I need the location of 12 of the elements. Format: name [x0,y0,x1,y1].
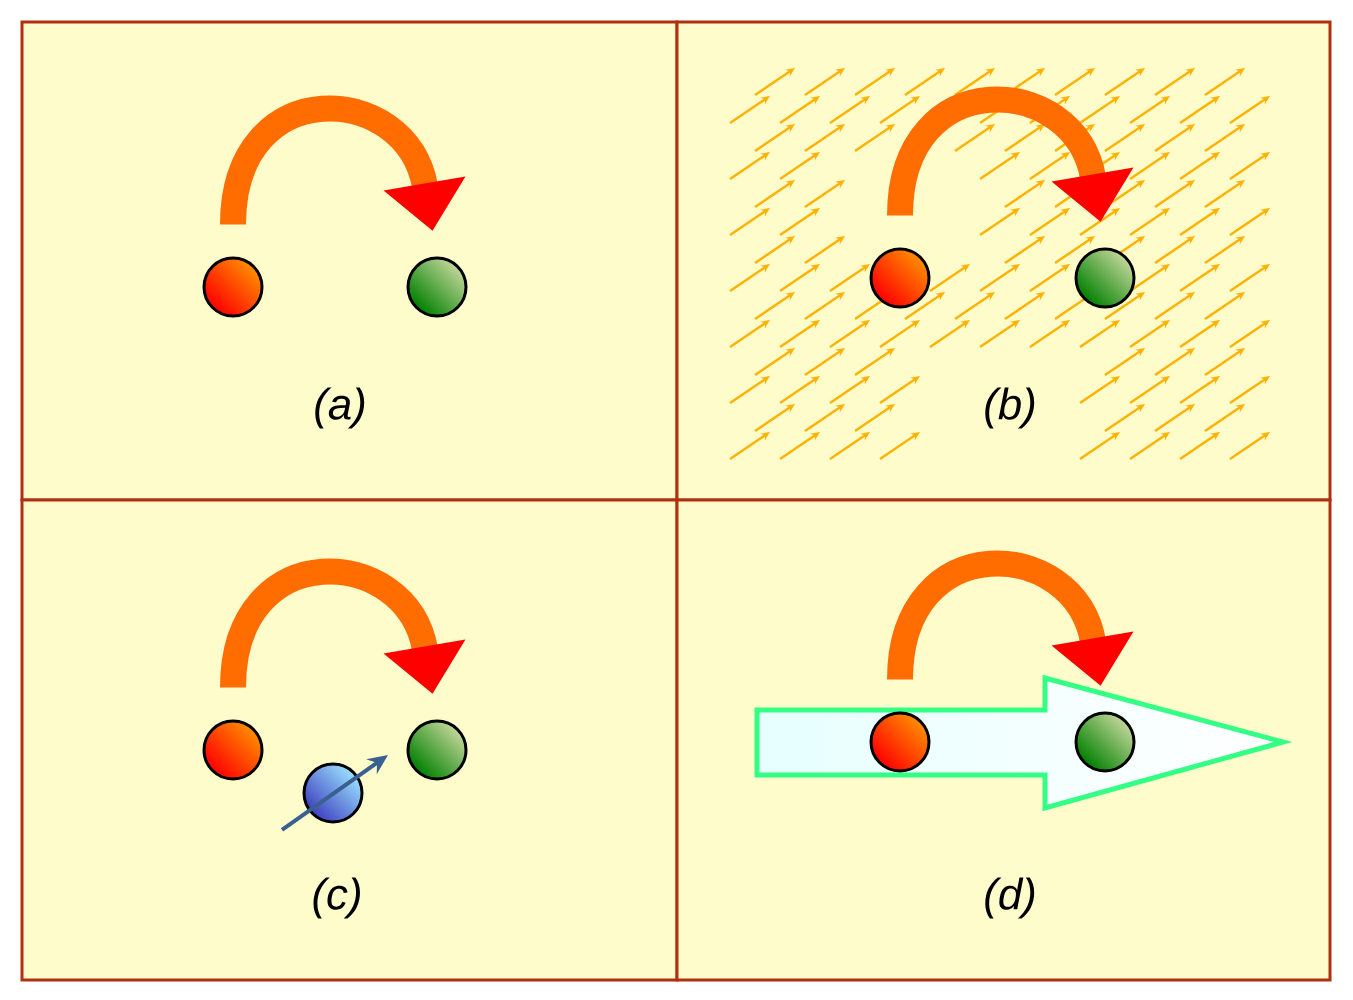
ball [202,719,264,781]
ball [869,247,931,309]
panel: (c) [20,498,679,982]
ball [869,711,931,773]
ball [1074,711,1136,773]
panel: (b) [675,20,1332,502]
ball [406,719,468,781]
panel: (a) [20,20,679,502]
ball [1074,247,1136,309]
ball [302,762,364,824]
ball [406,256,468,318]
ball [202,256,264,318]
